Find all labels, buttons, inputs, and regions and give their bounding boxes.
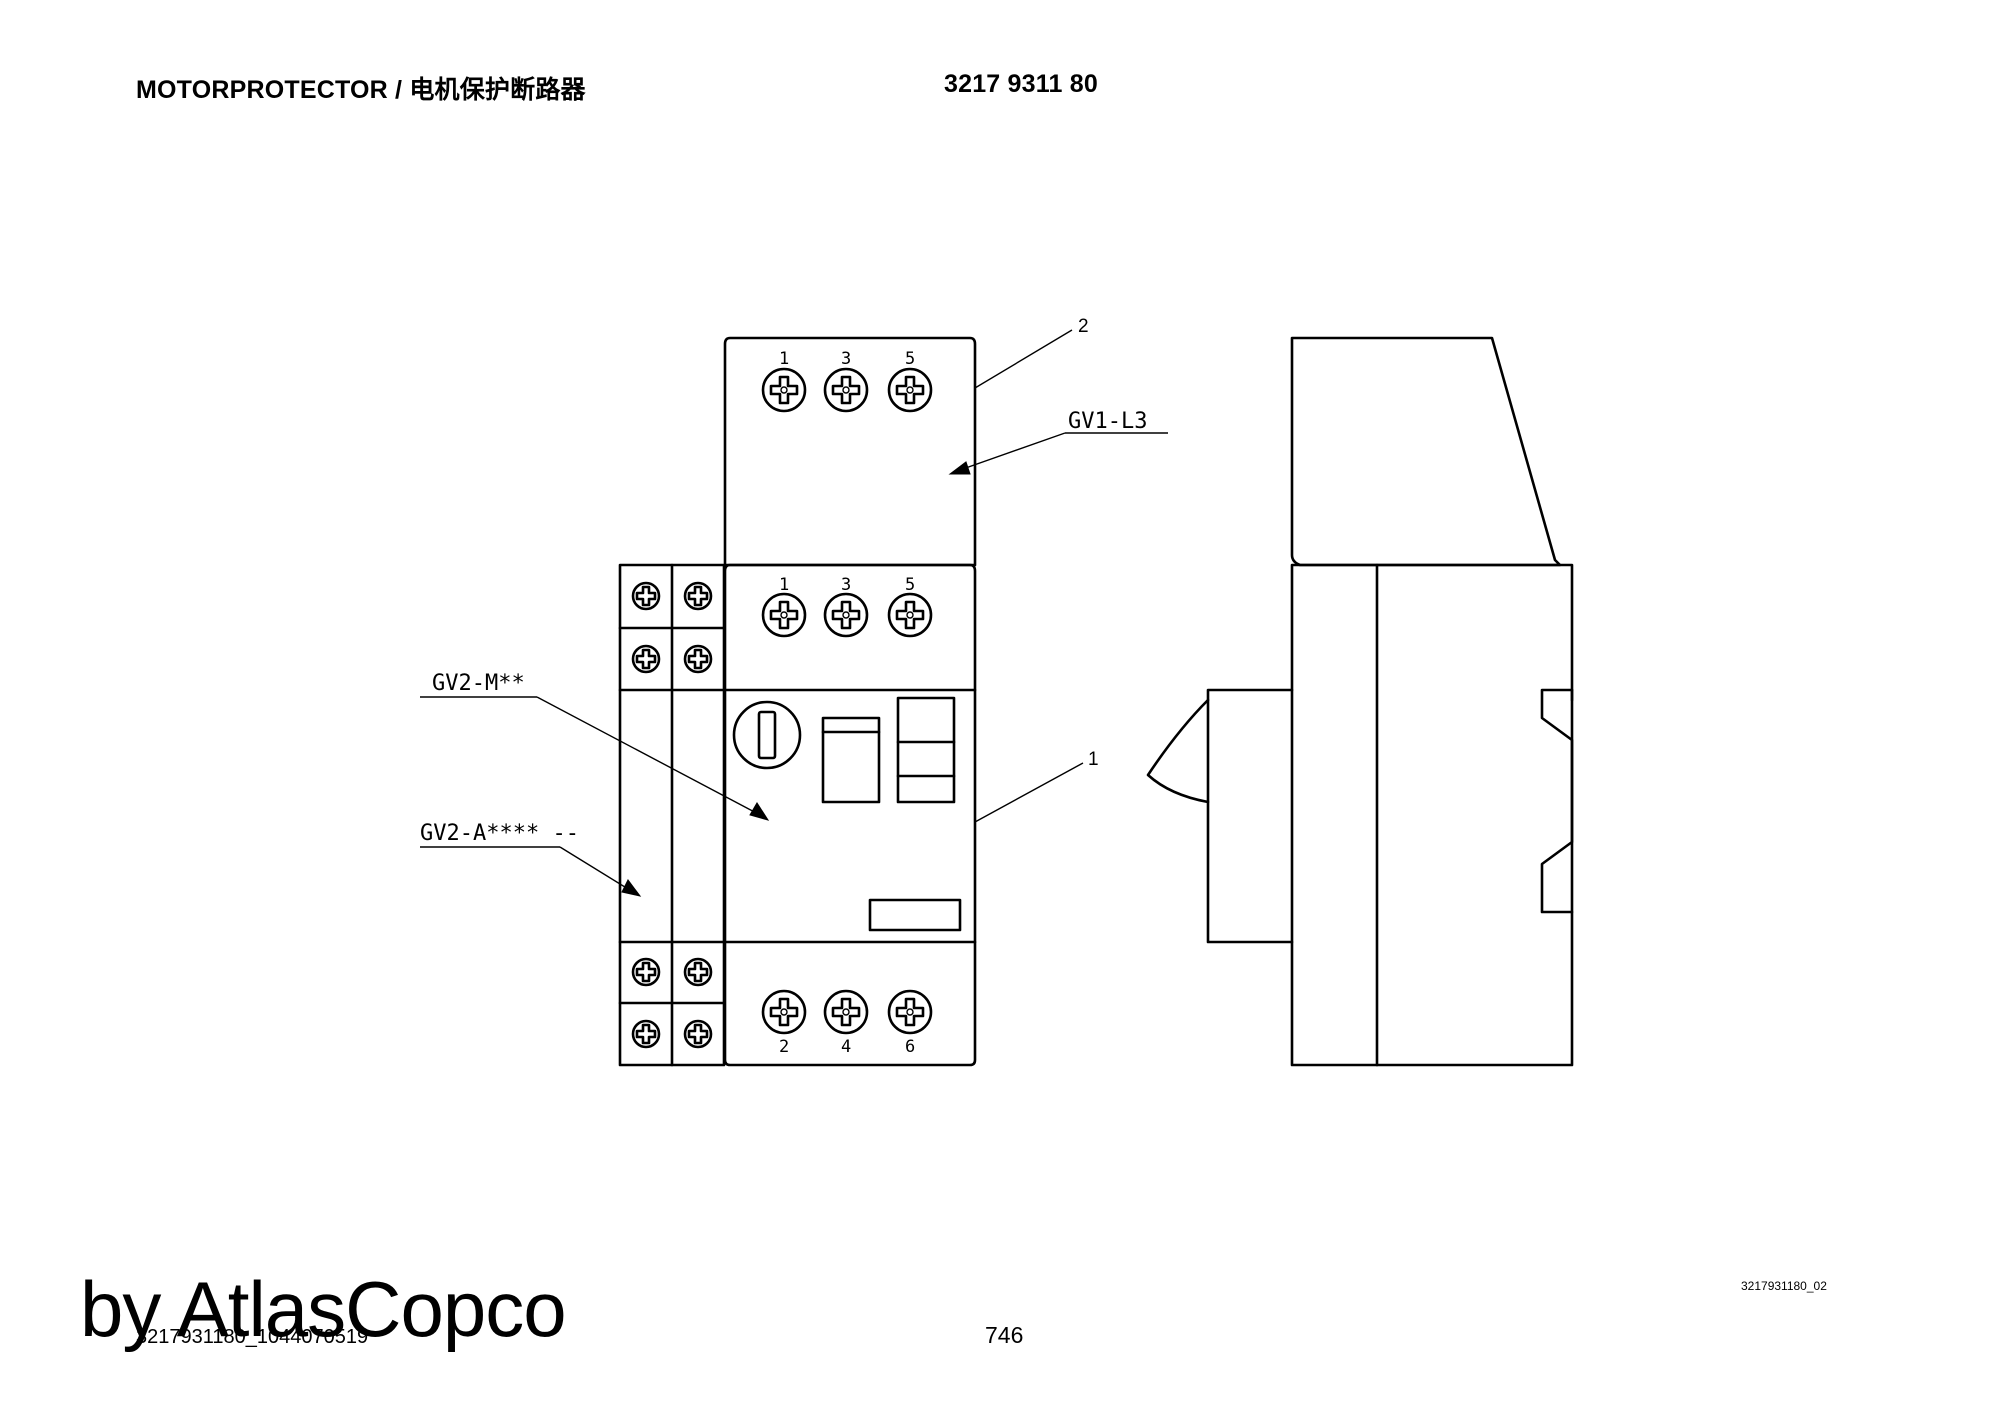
callout-gv2-m: GV2-M** [432, 671, 525, 696]
stop-button [896, 696, 956, 804]
callout-ref-2: 2 [1078, 316, 1089, 337]
part-number: 3217 9311 80 [944, 70, 1098, 98]
terminal-label: 3 [841, 575, 851, 595]
terminal-label: 5 [905, 575, 915, 595]
terminal-label: 1 [779, 349, 789, 369]
drawing-id: 3217931180_02 [1741, 1279, 1827, 1293]
terminal-label: 2 [779, 1037, 789, 1057]
callout-gv2-a: GV2-A**** -- [420, 821, 579, 846]
terminal-label: 1 [779, 575, 789, 595]
terminal-label: 5 [905, 349, 915, 369]
callout-ref-1: 1 [1088, 749, 1099, 770]
auxiliary-block-gv2-a [618, 563, 726, 1067]
main-body-gv2-m: 1 3 5 2 4 6 [723, 563, 977, 1067]
document-code: 3217931180_1044070519 [136, 1326, 369, 1348]
watermark: by AtlasCopco [80, 1265, 567, 1353]
side-view [1146, 336, 1574, 1067]
rotary-knob [732, 700, 802, 770]
page-number: 746 [985, 1322, 1024, 1348]
terminal-label: 6 [905, 1037, 915, 1057]
terminal-label: 4 [841, 1037, 851, 1057]
label-window [868, 898, 962, 932]
callout-gv1-l3: GV1-L3 [1068, 409, 1147, 434]
start-button [821, 716, 881, 804]
terminal-label: 3 [841, 349, 851, 369]
callouts: 2 GV1-L3 GV2-M** GV2-A**** -- 1 [420, 316, 1168, 897]
page-title: MOTORPROTECTOR / 电机保护断路器 [136, 76, 586, 104]
top-block-gv1-l3: 1 3 5 [723, 336, 977, 567]
